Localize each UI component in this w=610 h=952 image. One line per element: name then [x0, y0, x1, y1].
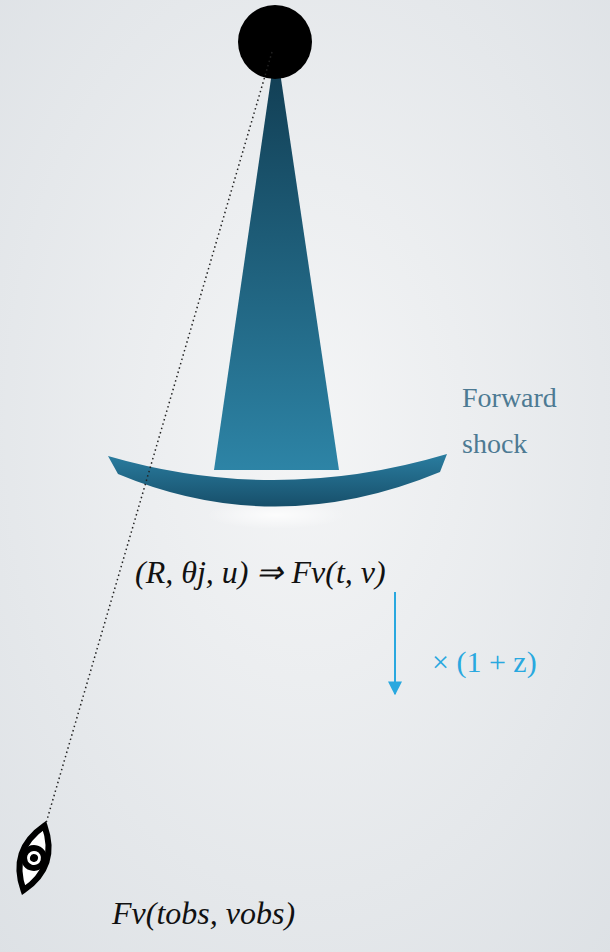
redshift-factor: × (1 + z) [432, 643, 537, 681]
redshift-arrow [394, 592, 396, 694]
line-of-sight [44, 52, 272, 830]
forward-shock [108, 454, 447, 507]
jet-cone [214, 72, 339, 470]
observer-eye [11, 822, 57, 895]
observed-flux: Fν(tobs, νobs) [112, 893, 295, 933]
shock-label: Forward shock [462, 375, 577, 467]
central-engine [238, 5, 312, 79]
emission-formula: (R, θj, u) ⇒ Fν(t, ν) [135, 552, 386, 592]
